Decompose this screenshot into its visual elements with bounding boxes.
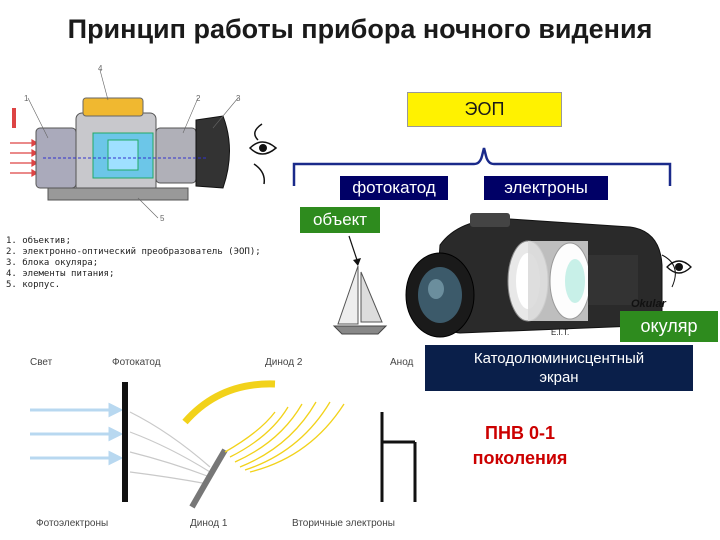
dynode-diagram <box>30 380 417 509</box>
label-secondary-electrons: Вторичные электроны <box>292 518 395 529</box>
label-dynode1: Динод 1 <box>190 518 228 529</box>
eye-icon <box>248 123 278 185</box>
secondary-electron-paths <box>224 401 345 473</box>
page-title: Принцип работы прибора ночного видения <box>67 14 653 44</box>
sailboat-illustration <box>332 265 388 335</box>
electrons-label: электроны <box>484 176 608 200</box>
eop-label: ЭОП <box>407 92 562 127</box>
viewer-eye-icon <box>666 260 692 274</box>
device-cutaway-illustration <box>10 69 239 219</box>
label-photocathode: Фотокатод <box>112 357 161 368</box>
dynode2 <box>182 380 276 425</box>
legend-item: 4. элементы питания; <box>6 269 115 279</box>
label-dynode2: Динод 2 <box>265 357 303 368</box>
eop-bracket <box>292 147 672 186</box>
photocathode-label: фотокатод <box>340 176 448 200</box>
pnv-title: ПНВ 0-1 <box>485 423 555 443</box>
parts-legend: 1. объектив; 2. электронно-оптический пр… <box>6 236 261 291</box>
eyepiece-label: окуляр <box>620 311 718 342</box>
pnv-generation: поколения <box>472 448 568 468</box>
legend-item: 5. корпус. <box>6 280 61 290</box>
object-label: объект <box>300 207 380 233</box>
incoming-light-arrows <box>10 138 39 178</box>
legend-item: 1. объектив; <box>6 236 72 246</box>
okular-caption: Okular <box>631 298 666 310</box>
screen-label-line2: экран <box>539 369 579 386</box>
screen-label: Катодолюминисцентный экран <box>425 345 693 391</box>
photocathode-plate <box>122 382 128 502</box>
dynode1 <box>189 448 228 509</box>
legend-item: 3. блока окуляра; <box>6 258 99 268</box>
photoelectron-paths <box>129 411 211 485</box>
anode <box>380 412 417 502</box>
monocular-illustration <box>405 213 676 338</box>
object-arrow <box>348 235 361 266</box>
device-number-5: 5 <box>160 214 165 223</box>
device-number-2: 2 <box>196 94 201 103</box>
screen-label-line1: Катодолюминисцентный <box>473 350 645 367</box>
device-number-4: 4 <box>98 64 103 73</box>
light-rays <box>30 402 124 466</box>
device-number-3: 3 <box>236 94 241 103</box>
label-light: Свет <box>30 357 53 368</box>
label-anode: Анод <box>390 357 414 368</box>
label-photoelectrons: Фотоэлектроны <box>36 518 109 529</box>
legend-item: 2. электронно-оптический преобразователь… <box>6 247 261 257</box>
device-number-1: 1 <box>24 94 29 103</box>
eit-caption: E.I.T. <box>551 328 570 337</box>
